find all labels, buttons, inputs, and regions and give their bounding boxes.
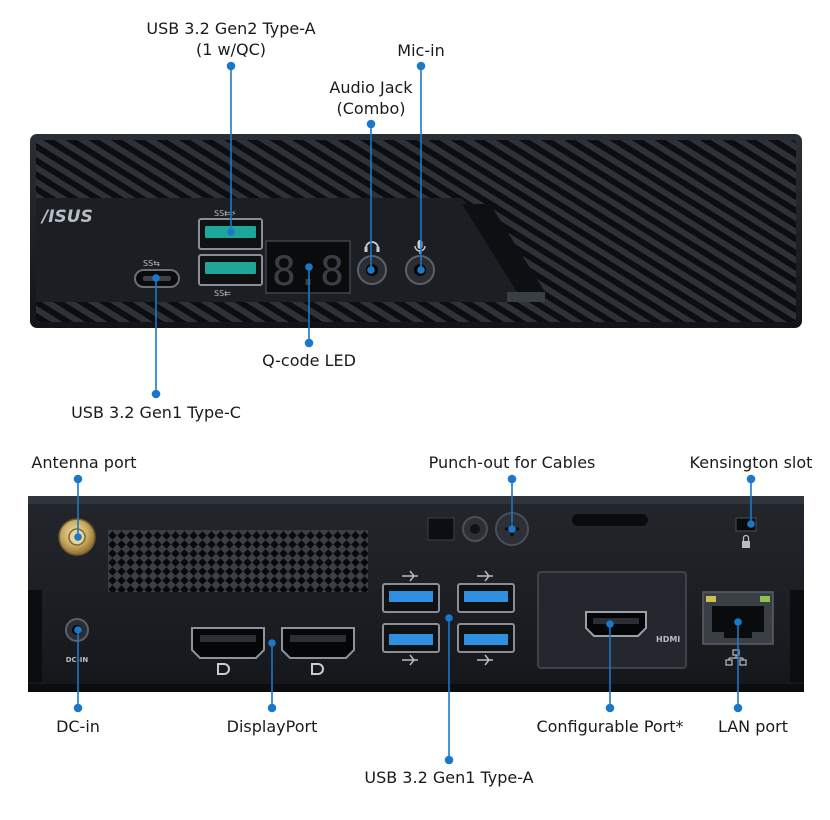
displayport-2-pins (290, 635, 346, 642)
callout-dot-antenna (73, 474, 83, 484)
label-displayport-text: DisplayPort (226, 717, 318, 736)
usb-gen1-a-tongue-4 (464, 634, 508, 645)
callout-dot-qcode (304, 338, 314, 348)
rear-mesh-vent (108, 530, 368, 592)
lan-led-right (760, 596, 770, 602)
label-antenna-port: Antenna port (14, 452, 154, 473)
usb-icon (402, 654, 418, 666)
rear-top-edge (28, 496, 804, 504)
label-lan-port-text: LAN port (717, 717, 789, 736)
label-displayport: DisplayPort (207, 716, 337, 737)
hdmi-marking: HDMI (656, 635, 680, 644)
callout-end-dc-in (74, 626, 82, 634)
network-icon (725, 649, 747, 666)
front-bezel-tab (507, 292, 545, 302)
label-punch-out: Punch-out for Cables (412, 452, 612, 473)
rear-right-rail (790, 590, 804, 682)
callout-end-usb-c (152, 274, 160, 282)
label-audio-jack-line2: (Combo) (336, 99, 406, 118)
callout-end-audio-jack (367, 266, 375, 274)
usb-a-top-marking: SS⇇⚡ (214, 209, 236, 218)
label-kensington-slot: Kensington slot (676, 452, 826, 473)
label-usb-gen1-a: USB 3.2 Gen1 Type-A (344, 767, 554, 788)
label-mic-in-text: Mic-in (397, 41, 445, 60)
dc-in-marking: DC-IN (66, 656, 89, 664)
label-qcode-led: Q-code LED (239, 350, 379, 371)
usb-gen2-a-tongue-bottom (205, 262, 256, 274)
label-usb-gen1-c-text: USB 3.2 Gen1 Type-C (71, 403, 241, 422)
callout-dot-mic-in (416, 61, 426, 71)
screw-hole-center (470, 524, 480, 534)
label-configurable-port-text: Configurable Port* (536, 717, 684, 736)
displayport-2 (281, 627, 355, 659)
callout-dot-audio-jack (366, 119, 376, 129)
lock-icon (742, 534, 750, 548)
callout-end-qcode (305, 263, 313, 271)
front-bezel-slot (462, 204, 545, 292)
callout-dot-punch-out (507, 474, 517, 484)
power-button (427, 517, 455, 541)
callout-end-usb-gen2-a (227, 228, 235, 236)
label-dc-in-text: DC-in (56, 717, 100, 736)
label-mic-in: Mic-in (371, 40, 471, 61)
front-panel: /ISUS SS⇆ SS⇇⚡ SS⇇ 8.8 (30, 134, 802, 328)
label-punch-out-text: Punch-out for Cables (428, 453, 596, 472)
qcode-led-digits: 8.8 (272, 249, 344, 295)
label-dc-in: DC-in (38, 716, 118, 737)
rear-cable-slot (572, 514, 648, 526)
callout-dot-usb-c (151, 389, 161, 399)
headphone-icon (364, 241, 380, 252)
label-configurable-port: Configurable Port* (530, 716, 690, 737)
callout-end-kensington (747, 520, 755, 528)
callout-dot-kensington (746, 474, 756, 484)
rear-panel: DC-IN (28, 496, 804, 692)
callout-dot-lan (733, 703, 743, 713)
hdmi-pins (593, 618, 639, 624)
usb-c-marking: SS⇆ (143, 259, 160, 268)
callout-dot-usb-gen2-a (226, 61, 236, 71)
label-usb-gen2-a-line2: (1 w/QC) (196, 40, 266, 59)
label-usb-gen1-c: USB 3.2 Gen1 Type-C (56, 402, 256, 423)
callout-end-punch-out (508, 525, 516, 533)
callout-dot-configurable (605, 703, 615, 713)
label-kensington-slot-text: Kensington slot (689, 453, 813, 472)
callout-dot-displayport (267, 703, 277, 713)
displayport-icon (217, 663, 230, 675)
rear-bottom-edge (28, 684, 804, 692)
callout-end-displayport (268, 639, 276, 647)
callout-dot-usb-gen1-a (444, 755, 454, 765)
label-audio-jack: Audio Jack (Combo) (311, 77, 431, 119)
label-audio-jack-line1: Audio Jack (329, 78, 413, 97)
callout-end-usb-gen1-a (445, 614, 453, 622)
usb-gen1-a-tongue-3 (389, 634, 433, 645)
usb-gen1-a-tongue-2 (464, 591, 508, 602)
usb-gen1-a-tongue-1 (389, 591, 433, 602)
callout-end-lan (734, 618, 742, 626)
rear-left-rail (28, 590, 42, 682)
callout-lines (73, 61, 756, 765)
callout-end-antenna (74, 533, 82, 541)
label-antenna-port-text: Antenna port (31, 453, 137, 472)
label-usb-gen2-a: USB 3.2 Gen2 Type-A (1 w/QC) (131, 18, 331, 60)
displayport-1 (191, 627, 265, 659)
displayport-icon (311, 663, 324, 675)
label-qcode-led-text: Q-code LED (262, 351, 356, 370)
usb-icon (477, 654, 493, 666)
usb-a-bottom-marking: SS⇇ (214, 289, 231, 298)
usb-icon (477, 570, 493, 582)
callout-dot-dc-in (73, 703, 83, 713)
label-usb-gen2-a-line1: USB 3.2 Gen2 Type-A (146, 19, 316, 38)
callout-end-configurable (606, 620, 614, 628)
label-lan-port: LAN port (698, 716, 808, 737)
lan-led-left (706, 596, 716, 602)
displayport-1-pins (200, 635, 256, 642)
usb-icon (402, 570, 418, 582)
label-usb-gen1-a-text: USB 3.2 Gen1 Type-A (364, 768, 534, 787)
asus-logo: /ISUS (40, 207, 93, 227)
callout-end-mic-in (417, 266, 425, 274)
